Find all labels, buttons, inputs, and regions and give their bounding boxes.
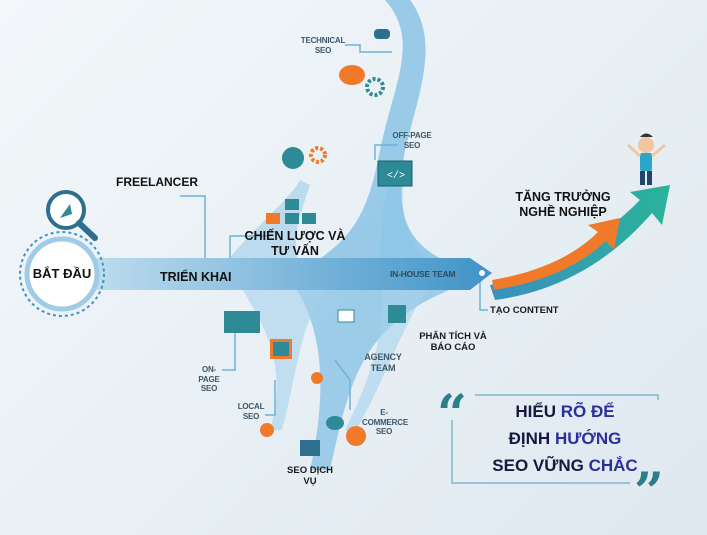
in-house-team-label: IN-HOUSE TEAM [390, 269, 456, 279]
technical-icon [374, 29, 390, 39]
magnifier-icon [46, 190, 98, 241]
analytics-label: PHÂN TÍCH VÀ BÁO CÁO [419, 331, 487, 354]
growth-arrow-orange [492, 218, 620, 290]
code-window-icon: </> [377, 160, 413, 187]
building-icon [300, 440, 320, 456]
technical-seo-label: TECHNICAL SEO [300, 36, 346, 55]
quote-word: RÕ ĐỂ [560, 402, 615, 421]
stream-offpage [380, 160, 430, 270]
quote-word: HIỂU [515, 402, 557, 421]
location-pin-icon [260, 423, 274, 437]
document-icon [270, 339, 292, 359]
mail-icon [337, 309, 355, 323]
quote-word: HƯỚNG [554, 429, 622, 448]
analytics-icon [388, 305, 406, 323]
career-growth-label: TĂNG TRƯỞNG NGHỀ NGHIỆP [515, 190, 611, 219]
open-quote-icon: “ [437, 384, 467, 445]
content-label: TẠO CONTENT [490, 305, 559, 316]
on-page-seo-label: ON-PAGE SEO [198, 365, 220, 394]
stream-down-3 [345, 285, 430, 432]
ecommerce-icon [346, 426, 366, 446]
brain-icon [339, 65, 365, 85]
quote-word: CHẮC [588, 456, 638, 475]
quote-frame [451, 394, 659, 484]
stream-up [300, 0, 470, 270]
keyboard-icon [224, 311, 260, 333]
off-page-seo-label: OFF-PAGE SEO [392, 131, 432, 150]
head-gear-icon [282, 146, 327, 169]
gear-icon [365, 77, 385, 97]
cloud-icon [326, 416, 344, 430]
deploy-label: TRIỂN KHAI [160, 270, 232, 284]
start-label: BẮT ĐẦU [32, 266, 92, 281]
agency-team-label: AGENCY TEAM [364, 352, 402, 373]
close-quote-icon: ” [634, 462, 664, 523]
quote-word: SEO VỮNG [492, 456, 584, 475]
freelancer-label: FREELANCER [116, 175, 199, 189]
strategy-label: CHIẾN LƯỢC VÀ TƯ VẤN [244, 229, 346, 258]
svg-text:</>: </> [387, 170, 405, 182]
person-icon [626, 133, 666, 185]
seo-service-label: SEO DỊCH VỤ [287, 465, 333, 488]
ecommerce-seo-label: E-COMMERCE SEO [362, 408, 408, 437]
org-chart-icon [266, 199, 316, 224]
start-circle [19, 231, 105, 317]
quote-text: HIỂU RÕ ĐỂ ĐỊNH HƯỚNG SEO VỮNG CHẮC [470, 398, 660, 479]
quote-word: ĐỊNH [508, 429, 551, 448]
team-icon [311, 372, 323, 384]
main-arrow [40, 258, 492, 290]
local-seo-label: LOCAL SEO [237, 402, 265, 421]
